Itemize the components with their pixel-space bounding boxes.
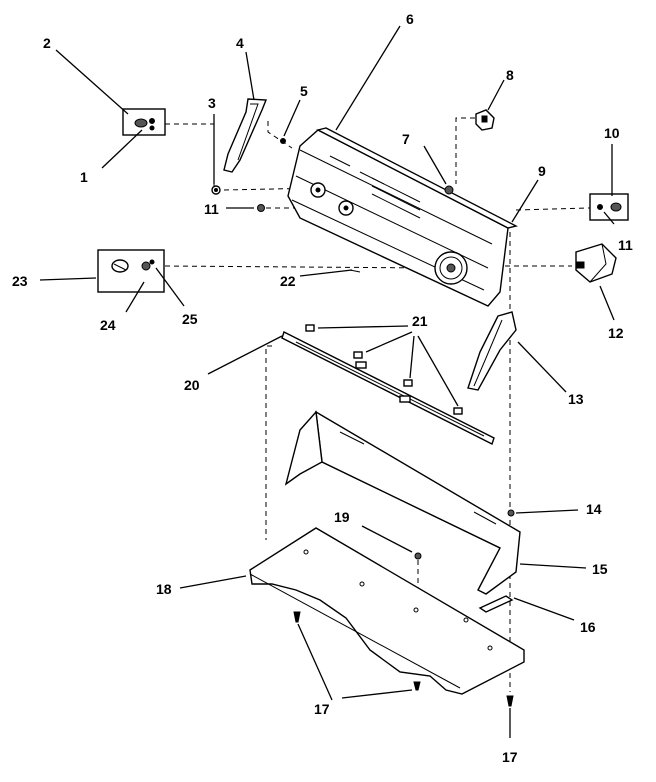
part-14-screw [507, 509, 515, 517]
callout-11-right: 11 [618, 237, 633, 253]
callout-12: 12 [608, 325, 624, 341]
callout-9: 9 [538, 163, 546, 179]
callout-19: 19 [334, 509, 350, 525]
callout-25: 21 [412, 313, 428, 329]
part-18-base-plate [249, 527, 525, 695]
callout-3: 3 [208, 95, 216, 111]
part-8-switch [475, 109, 495, 131]
callout-7: 7 [402, 131, 410, 147]
part-11-screw-left [257, 204, 265, 212]
callout-23: 25 [182, 311, 198, 327]
callout-21: 23 [12, 273, 28, 289]
callout-24: 22 [280, 273, 296, 289]
part-12-timer [575, 243, 617, 283]
callout-22: 24 [100, 317, 116, 333]
callout-6: 6 [406, 11, 414, 27]
callout-13: 13 [568, 391, 584, 407]
callout-1: 1 [80, 169, 88, 185]
part-5-clip [280, 138, 286, 144]
callout-17-left: 17 [314, 701, 330, 717]
part-16-clip [478, 595, 514, 613]
part-20-bracket-strip [281, 331, 495, 445]
part-7-knob [444, 185, 454, 195]
part-10-mount-plate [589, 193, 629, 221]
part-4-left-end-cap [223, 98, 268, 173]
callout-11-left: 11 [204, 201, 219, 217]
callout-5: 5 [300, 83, 308, 99]
callout-20: 20 [184, 377, 200, 393]
part-21-switch-plate [97, 249, 165, 293]
callout-18: 18 [156, 581, 172, 597]
part-3-nut [211, 185, 221, 195]
callout-8: 8 [506, 67, 514, 83]
part-17-screws [293, 611, 514, 707]
callout-4: 4 [236, 35, 244, 51]
part-19-screw [414, 552, 422, 560]
callout-16: 16 [580, 619, 596, 635]
callout-14: 14 [586, 501, 602, 517]
callout-10: 10 [604, 125, 620, 141]
callout-17-right: 17 [502, 749, 518, 765]
callout-2: 2 [43, 35, 51, 51]
callout-labels: 2 1 3 4 5 6 7 8 9 10 11 11 23 24 25 22 1… [12, 11, 633, 765]
part-6-control-panel [287, 127, 518, 307]
part-15-back-panel [284, 410, 521, 595]
part-2-mount-plate [122, 108, 166, 136]
leader-lines [39, 25, 615, 738]
part-13-right-end-cap [467, 311, 517, 391]
part-25-clips [305, 324, 463, 415]
callout-15: 15 [592, 561, 608, 577]
